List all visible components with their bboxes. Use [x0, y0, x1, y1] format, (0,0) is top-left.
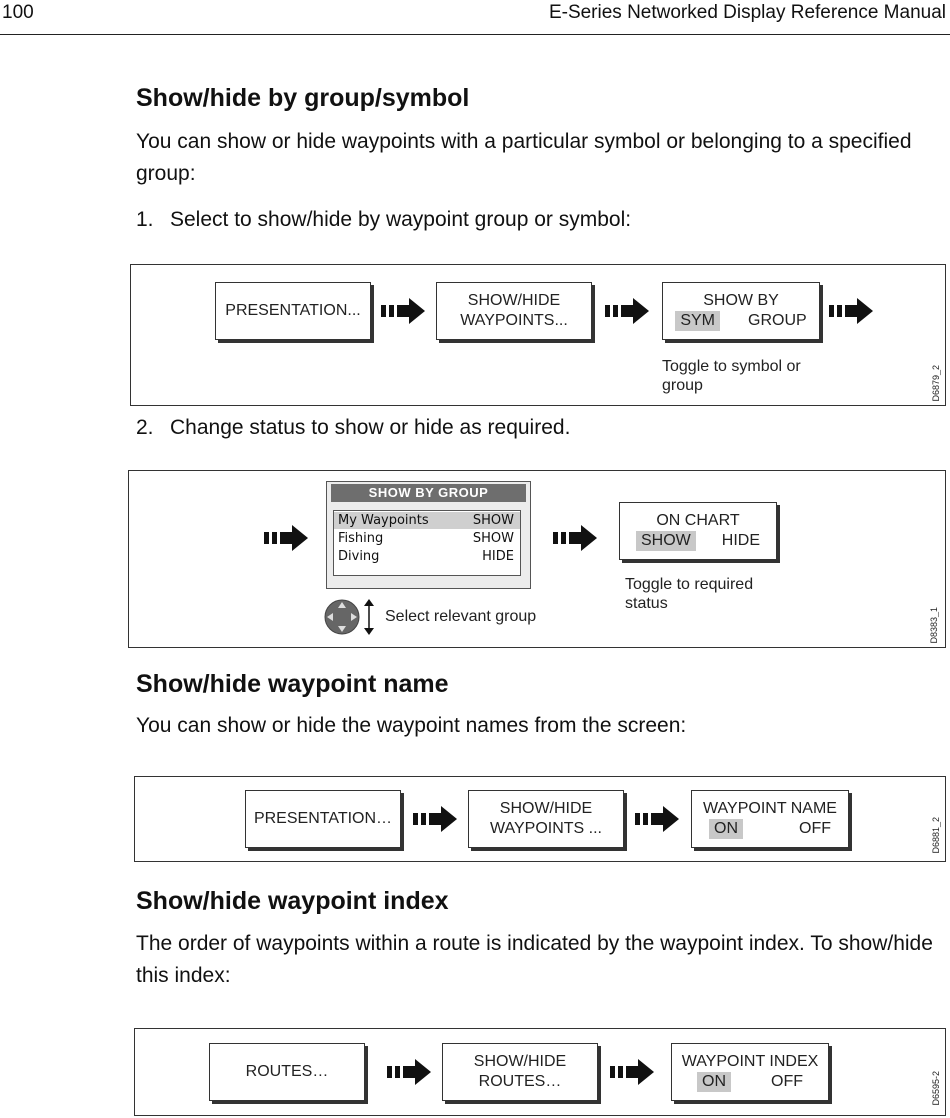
softkey-label: PRESENTATION... — [225, 302, 361, 319]
select-group-note: Select relevant group — [385, 608, 537, 625]
group-status: HIDE — [482, 549, 514, 564]
group-list: My Waypoints SHOW Fishing SHOW Diving HI… — [333, 510, 521, 576]
toggle-options: ON OFF — [697, 1072, 803, 1092]
list-item[interactable]: My Waypoints SHOW — [334, 512, 520, 529]
step-number: 1. — [136, 208, 154, 231]
show-hide-routes-softkey[interactable]: SHOW/HIDE ROUTES… — [442, 1043, 598, 1101]
step-number: 2. — [136, 416, 154, 439]
option-group: GROUP — [748, 312, 807, 329]
softkey-label-line1: SHOW/HIDE — [467, 292, 561, 309]
up-down-arrow-icon — [364, 599, 374, 635]
toggle-options: SYM GROUP — [675, 311, 807, 331]
flow-arrow-icon — [553, 525, 597, 551]
softkey-title: WAYPOINT INDEX — [681, 1053, 819, 1070]
figure-ref: D6595-2 — [931, 1071, 941, 1106]
note-line: Toggle to symbol or — [662, 358, 801, 375]
on-chart-softkey[interactable]: ON CHART SHOW HIDE — [619, 502, 777, 560]
presentation-softkey[interactable]: PRESENTATION… — [245, 790, 401, 848]
section-intro: The order of waypoints within a route is… — [136, 932, 933, 987]
show-hide-waypoints-softkey[interactable]: SHOW/HIDE WAYPOINTS ... — [468, 790, 624, 848]
step-text: Select to show/hide by waypoint group or… — [170, 208, 632, 231]
flow-arrow-icon — [387, 1059, 431, 1085]
manual-title: E-Series Networked Display Reference Man… — [548, 2, 946, 23]
list-item[interactable]: Diving HIDE — [334, 548, 520, 565]
softkey-label-line2: WAYPOINTS ... — [489, 820, 602, 837]
section-heading-group-symbol: Show/hide by group/symbol — [136, 84, 470, 112]
option-off: OFF — [771, 1073, 803, 1090]
option-show: SHOW — [635, 531, 696, 551]
figure-show-by-group: SHOW BY GROUP My Waypoints SHOW Fishing … — [128, 470, 946, 648]
note-line: group — [662, 377, 703, 394]
softkey-title: ON CHART — [656, 512, 740, 529]
show-by-group-dialog: SHOW BY GROUP My Waypoints SHOW Fishing … — [326, 481, 531, 589]
group-name: My Waypoints — [338, 513, 429, 528]
figure-waypoint-index: ROUTES… SHOW/HIDE ROUTES… WAYPOINT INDEX… — [134, 1028, 946, 1116]
toggle-options: ON OFF — [709, 819, 831, 839]
section-intro: You can show or hide waypoints with a pa… — [136, 130, 912, 185]
note-line: Toggle to required — [625, 576, 754, 593]
softkey-label-line2: ROUTES… — [478, 1073, 562, 1090]
show-by-softkey[interactable]: SHOW BY SYM GROUP — [662, 282, 820, 340]
presentation-softkey[interactable]: PRESENTATION... — [215, 282, 371, 340]
flow-arrow-icon — [605, 298, 649, 324]
softkey-title: WAYPOINT NAME — [703, 800, 837, 817]
flow-arrow-icon — [264, 525, 308, 551]
group-name: Diving — [338, 549, 380, 564]
page-header: 100 E-Series Networked Display Reference… — [0, 0, 950, 35]
flow-arrow-icon — [635, 806, 679, 832]
waypoint-name-softkey[interactable]: WAYPOINT NAME ON OFF — [691, 790, 849, 848]
group-status: SHOW — [472, 513, 514, 528]
softkey-label-line2: WAYPOINTS... — [460, 312, 568, 329]
waypoint-index-softkey[interactable]: WAYPOINT INDEX ON OFF — [671, 1043, 829, 1101]
section-heading-waypoint-name: Show/hide waypoint name — [136, 670, 449, 698]
softkey-label-line1: SHOW/HIDE — [473, 1053, 567, 1070]
group-status: SHOW — [472, 531, 514, 546]
section-heading-waypoint-index: Show/hide waypoint index — [136, 887, 449, 915]
figure-ref: D6881_2 — [931, 817, 941, 854]
note-line: status — [625, 595, 668, 612]
option-on: ON — [709, 819, 743, 839]
group-name: Fishing — [338, 531, 384, 546]
flow-arrow-icon — [413, 806, 457, 832]
softkey-label-line1: SHOW/HIDE — [499, 800, 593, 817]
trackpad-icon — [324, 599, 360, 635]
softkey-title: SHOW BY — [703, 292, 779, 309]
page-number: 100 — [2, 2, 34, 23]
toggle-note: Toggle to symbol or group — [662, 357, 801, 395]
flow-arrow-icon — [610, 1059, 654, 1085]
softkey-label: PRESENTATION… — [253, 810, 393, 827]
option-on: ON — [697, 1072, 731, 1092]
list-item[interactable]: Fishing SHOW — [334, 530, 520, 547]
flow-arrow-icon — [381, 298, 425, 324]
figure-waypoint-name: PRESENTATION… SHOW/HIDE WAYPOINTS ... WA… — [134, 776, 946, 862]
dialog-title: SHOW BY GROUP — [331, 484, 526, 502]
step-text: Change status to show or hide as require… — [170, 416, 571, 439]
figure-show-by: PRESENTATION... SHOW/HIDE WAYPOINTS... S… — [130, 264, 946, 406]
step-2: 2. Change status to show or hide as requi… — [136, 416, 570, 440]
show-hide-waypoints-softkey[interactable]: SHOW/HIDE WAYPOINTS... — [436, 282, 592, 340]
option-off: OFF — [799, 820, 831, 837]
routes-softkey[interactable]: ROUTES… — [209, 1043, 365, 1101]
toggle-options: SHOW HIDE — [635, 531, 760, 551]
step-1: 1. Select to show/hide by waypoint group … — [136, 208, 631, 232]
figure-ref: D6879_2 — [931, 365, 941, 402]
figure-ref: D8383_1 — [929, 607, 939, 644]
option-hide: HIDE — [721, 532, 760, 549]
section-intro: You can show or hide the waypoint names … — [136, 714, 687, 737]
toggle-note: Toggle to required status — [625, 575, 753, 613]
flow-arrow-icon — [829, 298, 873, 324]
softkey-label: ROUTES… — [245, 1063, 329, 1080]
option-sym: SYM — [675, 311, 720, 331]
